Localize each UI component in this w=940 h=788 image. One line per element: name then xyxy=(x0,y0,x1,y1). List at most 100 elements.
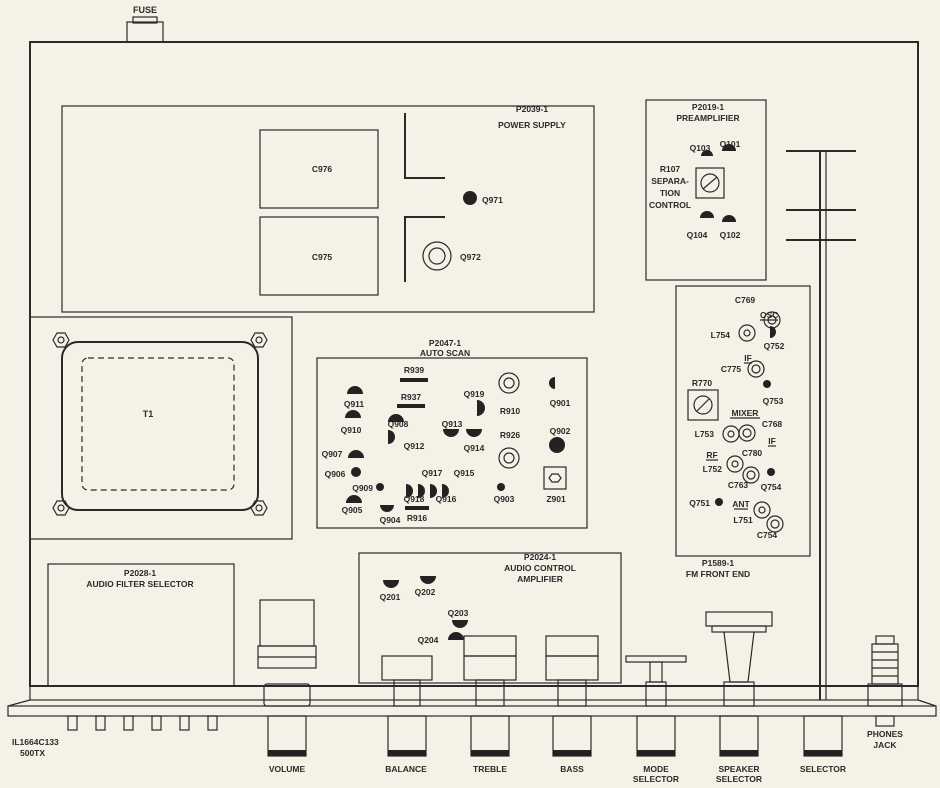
q906-label: Q906 xyxy=(325,469,346,479)
fuse: FUSE xyxy=(126,5,164,43)
mode-selector-label-2: SELECTOR xyxy=(633,774,679,784)
treble-label: TREBLE xyxy=(473,764,507,774)
transistor-q909 xyxy=(376,483,384,491)
transistor-q918 xyxy=(406,484,413,498)
q754-label: Q754 xyxy=(761,482,782,492)
heatsink-upper xyxy=(404,113,445,179)
q913-label: Q913 xyxy=(442,419,463,429)
c763-label: C763 xyxy=(728,480,749,490)
audio-filter-part: P2028-1 xyxy=(124,568,156,578)
chassis-outline xyxy=(7,41,937,717)
q102-label: Q102 xyxy=(720,230,741,240)
l754-label: L754 xyxy=(711,330,731,340)
transistor-q908 xyxy=(388,414,404,422)
q901-label: Q901 xyxy=(550,398,571,408)
auto-scan-title: AUTO SCAN xyxy=(420,348,470,358)
q751-label: Q751 xyxy=(689,498,710,508)
l751-label: L751 xyxy=(733,515,753,525)
capacitor-c768 xyxy=(738,424,756,442)
r926-label: R926 xyxy=(500,430,521,440)
q909-label: Q909 xyxy=(352,483,373,493)
transistor-q902 xyxy=(549,437,565,453)
c976-label: C976 xyxy=(312,164,333,174)
power-supply-part: P2039-1 xyxy=(516,104,548,114)
c768-label: C768 xyxy=(762,419,783,429)
transistor-q754 xyxy=(767,468,775,476)
q912-label: Q912 xyxy=(404,441,425,451)
transistor-q972 xyxy=(428,247,446,265)
transistor-q904 xyxy=(380,505,394,512)
bass-control: BASS xyxy=(545,635,599,774)
q103-label: Q103 xyxy=(690,143,711,153)
ant-label: ANT xyxy=(732,499,750,509)
phones-jack: PHONES JACK xyxy=(867,635,903,750)
heatsink-lower xyxy=(404,216,445,282)
audio-filter-selector-board: P2028-1 AUDIO FILTER SELECTOR xyxy=(47,563,235,687)
q918-label: Q918 xyxy=(404,494,425,504)
c754-label: C754 xyxy=(757,530,778,540)
q914-label: Q914 xyxy=(464,443,485,453)
transistor-q753 xyxy=(763,380,771,388)
speaker-selector-control: SPEAKER SELECTOR xyxy=(705,611,773,784)
transistor-q101 xyxy=(722,144,736,151)
audio-control-title: AUDIO CONTROL xyxy=(504,563,576,573)
q903-label: Q903 xyxy=(494,494,515,504)
potentiometer-r770 xyxy=(687,389,719,421)
coil-l751 xyxy=(753,501,771,519)
q905-label: Q905 xyxy=(342,505,363,515)
audio-control-amplifier-board: P2024-1 AUDIO CONTROL AMPLIFIER Q201 Q20… xyxy=(358,552,622,684)
volume-label: VOLUME xyxy=(269,764,306,774)
auto-scan-board: P2047-1 AUTO SCAN R939 R937 Q911 Q910 Q9… xyxy=(316,338,588,529)
selector-label: SELECTOR xyxy=(800,764,846,774)
q104-label: Q104 xyxy=(687,230,708,240)
if-label-2: IF xyxy=(768,436,776,446)
q752-label: Q752 xyxy=(764,341,785,351)
coil-l754 xyxy=(738,324,756,342)
capacitor-c780 xyxy=(742,466,760,484)
q972-label: Q972 xyxy=(460,252,481,262)
transistor-q919 xyxy=(477,400,485,416)
transistor-q907 xyxy=(348,450,364,458)
transistor-q102 xyxy=(722,215,736,222)
selector-control: SELECTOR xyxy=(800,715,846,774)
audio-filter-title: AUDIO FILTER SELECTOR xyxy=(86,579,193,589)
mounting-bolt xyxy=(250,500,268,516)
r107-line2: SEPARA- xyxy=(651,176,689,186)
resistor-r937 xyxy=(397,404,425,408)
fuse-label: FUSE xyxy=(133,5,157,15)
q971-label: Q971 xyxy=(482,195,503,205)
r910-label: R910 xyxy=(500,406,521,416)
q915-label: Q915 xyxy=(454,468,475,478)
bass-label: BASS xyxy=(560,764,584,774)
q910-label: Q910 xyxy=(341,425,362,435)
phones-jack-label-2: JACK xyxy=(873,740,897,750)
transistor-q971 xyxy=(463,191,477,205)
coil-l752 xyxy=(726,455,744,473)
osc-label: OSC xyxy=(760,310,778,320)
model-variant: 500TX xyxy=(20,748,45,758)
t1-label: T1 xyxy=(143,409,154,419)
l753-label: L753 xyxy=(695,429,715,439)
power-supply-title: POWER SUPPLY xyxy=(498,120,566,130)
transformer-t1: T1 xyxy=(29,316,293,540)
q202-label: Q202 xyxy=(415,587,436,597)
r937-label: R937 xyxy=(401,392,422,402)
balance-control: BALANCE xyxy=(381,655,433,774)
c775-label: C775 xyxy=(721,364,742,374)
transistor-q204 xyxy=(448,632,464,640)
q916-label: Q916 xyxy=(436,494,457,504)
q911-label: Q911 xyxy=(344,399,365,409)
audio-control-title-2: AMPLIFIER xyxy=(517,574,563,584)
capacitor-c975 xyxy=(259,216,379,296)
transistor-q901 xyxy=(549,377,555,389)
q917-label: Q917 xyxy=(422,468,443,478)
transistor-q910 xyxy=(345,410,361,418)
r916-label: R916 xyxy=(407,513,428,523)
mounting-bolt xyxy=(52,332,70,348)
fm-front-end-title: FM FRONT END xyxy=(686,569,750,579)
c975-label: C975 xyxy=(312,252,333,262)
transistor-q912 xyxy=(388,430,395,444)
capacitor-c976 xyxy=(259,129,379,209)
l752-label: L752 xyxy=(703,464,723,474)
